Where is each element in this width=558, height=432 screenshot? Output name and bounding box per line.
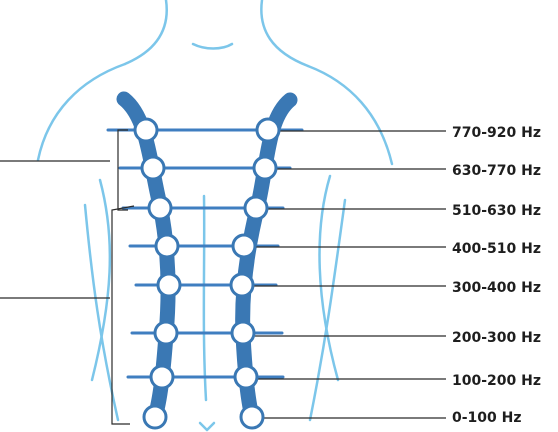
right-shoulder-line — [308, 66, 392, 164]
band-label-3: 510-630 Hz — [452, 203, 541, 219]
node-left-6 — [155, 322, 177, 344]
upper-bracket — [118, 130, 128, 210]
lower-bracket — [112, 206, 134, 424]
neck-right-line — [261, 0, 308, 66]
midline — [204, 196, 206, 400]
left-arm-inner-line — [92, 180, 110, 380]
neck-left-line — [125, 0, 167, 64]
node-left-7 — [151, 366, 173, 388]
node-right-3 — [245, 197, 267, 219]
band-label-4: 400-510 Hz — [452, 241, 541, 257]
left-shoulder-line — [38, 64, 125, 160]
band-label-1: 770-920 Hz — [452, 125, 541, 141]
band-label-5: 300-400 Hz — [452, 280, 541, 296]
left-flank-line — [85, 205, 118, 420]
node-left-1 — [135, 119, 157, 141]
band-label-7: 100-200 Hz — [452, 373, 541, 389]
node-right-1 — [257, 119, 279, 141]
node-left-2 — [142, 157, 164, 179]
spine-tracks — [124, 99, 290, 417]
node-left-4 — [156, 235, 178, 257]
band-label-6: 200-300 Hz — [452, 330, 541, 346]
node-points — [135, 119, 279, 428]
band-label-8: 0-100 Hz — [452, 410, 522, 426]
node-left-5 — [158, 274, 180, 296]
node-right-8 — [241, 406, 263, 428]
band-label-2: 630-770 Hz — [452, 163, 541, 179]
node-right-5 — [231, 274, 253, 296]
node-right-7 — [235, 366, 257, 388]
node-right-4 — [233, 235, 255, 257]
collar-line — [193, 44, 232, 49]
body-outline — [38, 0, 392, 430]
navel-mark — [200, 423, 214, 430]
right-flank-line — [310, 200, 345, 420]
node-right-6 — [232, 322, 254, 344]
frequency-labels: 770-920 Hz 630-770 Hz 510-630 Hz 400-510… — [452, 125, 541, 426]
node-right-2 — [254, 157, 276, 179]
node-left-8 — [144, 406, 166, 428]
node-left-3 — [149, 197, 171, 219]
leader-lines — [0, 130, 446, 424]
